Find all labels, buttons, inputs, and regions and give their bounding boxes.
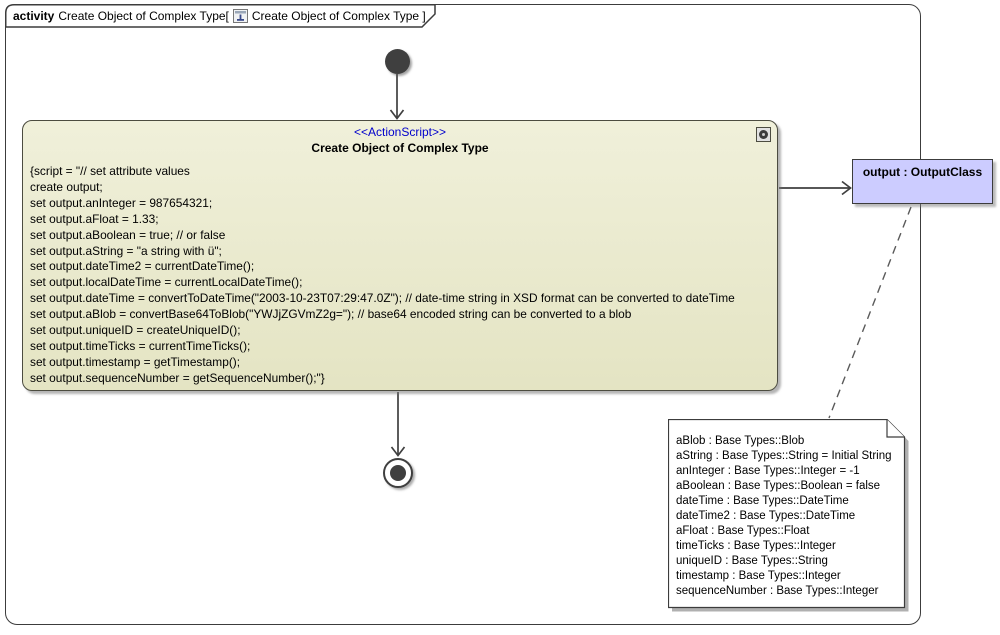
script-line: create output;: [30, 179, 103, 194]
initial-node[interactable]: [385, 49, 410, 74]
note-shape: [668, 419, 909, 612]
note-attribute-line: dateTime : Base Types::DateTime: [676, 495, 849, 507]
note-attribute-line: timestamp : Base Types::Integer: [676, 570, 841, 582]
script-line: set output.aBlob = convertBase64ToBlob("…: [30, 307, 632, 322]
note-attribute-line: sequenceNumber : Base Types::Integer: [676, 585, 879, 597]
action-stereotype: <<ActionScript>>: [353, 125, 447, 139]
script-line: set output.timeTicks = currentTimeTicks(…: [30, 338, 251, 353]
script-line: set output.dateTime2 = currentDateTime()…: [30, 259, 255, 274]
output-object-node[interactable]: output : OutputClass: [852, 159, 993, 204]
script-line: set output.aBoolean = true; // or false: [30, 227, 226, 242]
note-fold-corner: [886, 419, 905, 438]
frame-title-pentagon: [5, 4, 436, 28]
frame-header: activity Create Object of Complex Type[ …: [13, 9, 426, 23]
script-line: {script = "// set attribute values: [30, 164, 190, 178]
script-line: set output.anInteger = 987654321;: [30, 195, 213, 210]
frame-ref-text: Create Object of Complex Type ]: [251, 9, 426, 23]
note-attribute-line: aBoolean : Base Types::Boolean = false: [676, 480, 881, 492]
action-node[interactable]: <<ActionScript>> Create Object of Comple…: [22, 120, 778, 391]
frame-kind-label: activity: [13, 9, 55, 23]
note-attribute-line: uniqueID : Base Types::String: [676, 555, 828, 567]
note-attribute-line: aFloat : Base Types::Float: [676, 525, 810, 537]
note-attribute-line: aString : Base Types::String = Initial S…: [676, 450, 892, 462]
frame-title-text: Create Object of Complex Type[: [58, 9, 229, 23]
script-gear-icon: [756, 127, 771, 142]
script-line: set output.uniqueID = createUniqueID();: [30, 323, 241, 338]
script-line: set output.dateTime = convertToDateTime(…: [30, 291, 735, 306]
final-node[interactable]: [383, 458, 413, 488]
note-attribute-line: dateTime2 : Base Types::DateTime: [676, 510, 856, 522]
activity-diagram-icon: [232, 9, 248, 23]
script-line: set output.aFloat = 1.33;: [30, 211, 159, 226]
note-attribute-line: timeTicks : Base Types::Integer: [676, 540, 836, 552]
script-line: set output.sequenceNumber = getSequenceN…: [30, 370, 325, 385]
note-attribute-line: aBlob : Base Types::Blob: [676, 435, 805, 447]
action-title: Create Object of Complex Type: [311, 141, 489, 155]
script-line: set output.aString = "a string with ü";: [30, 243, 222, 258]
note-attribute-line: anInteger : Base Types::Integer = -1: [676, 465, 860, 477]
gear-icon: [759, 130, 768, 139]
diagram-frame: [5, 4, 921, 625]
output-object-label: output : OutputClass: [862, 165, 983, 179]
script-line: set output.timestamp = getTimestamp();: [30, 354, 241, 369]
script-line: set output.localDateTime = currentLocalD…: [30, 275, 303, 290]
final-node-dot: [390, 465, 406, 481]
